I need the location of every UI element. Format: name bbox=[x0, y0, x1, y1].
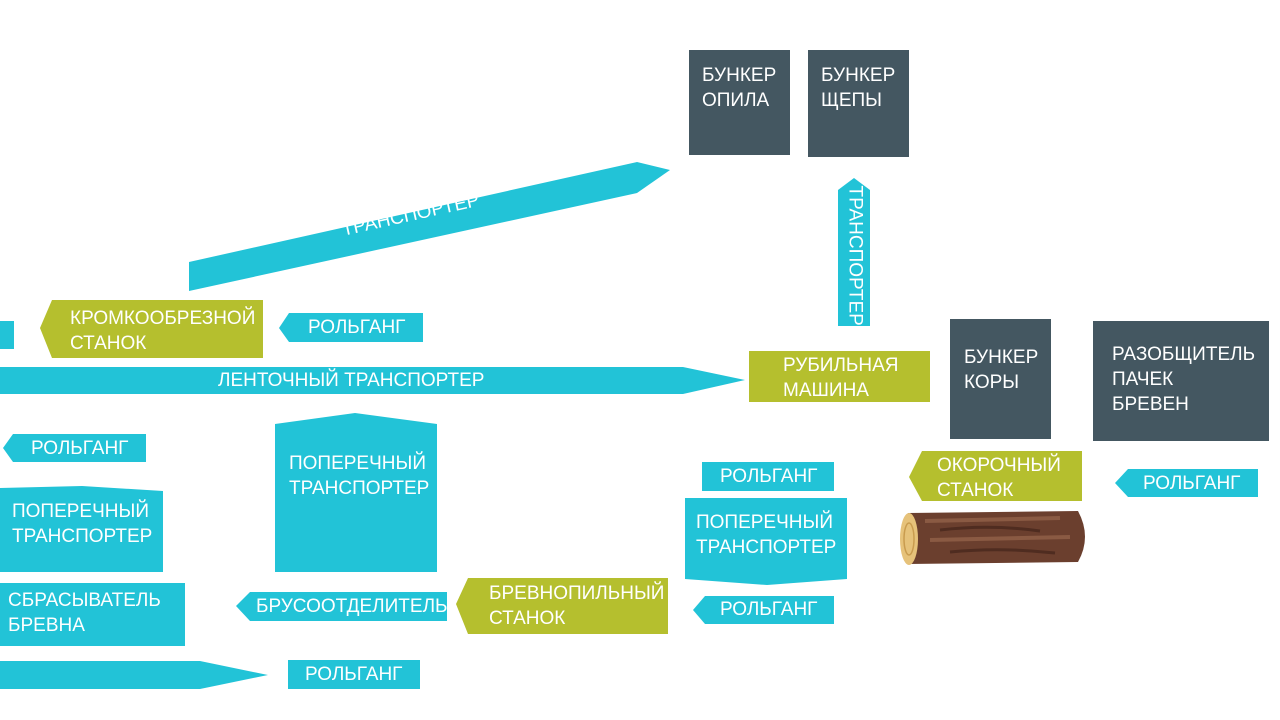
rolgang-mid-upper-label: РОЛЬГАНГ bbox=[720, 466, 818, 487]
brevnopilny-arrow bbox=[456, 578, 668, 634]
brusootdelitel-label: БРУСООТДЕЛИТЕЛЬ bbox=[256, 596, 448, 617]
rubilnaya-label: РУБИЛЬНАЯ МАШИНА bbox=[783, 355, 899, 401]
brevnopilny-label: БРЕВНОПИЛЬНЫЙ СТАНОК bbox=[489, 583, 665, 629]
sbrasyvatel-label: СБРАСЫВАТЕЛЬ БРЕВНА bbox=[8, 590, 161, 636]
poperechny-center-label: ПОПЕРЕЧНЫЙ ТРАНСПОРТЕР bbox=[289, 453, 430, 499]
poperechny-right-box bbox=[685, 498, 847, 585]
bunker-opila-label: БУНКЕР ОПИЛА bbox=[702, 65, 777, 111]
brusootdelitel-arrow bbox=[236, 592, 447, 621]
lentochny-label: ЛЕНТОЧНЫЙ ТРАНСПОРТЕР bbox=[218, 370, 485, 391]
sbrasyvatel-box bbox=[0, 583, 185, 646]
rolgang-top-label: РОЛЬГАНГ bbox=[308, 317, 406, 338]
rolgang-mid-upper-box bbox=[702, 462, 834, 491]
lentochny-arrow bbox=[0, 367, 745, 394]
rolgang-left-label: РОЛЬГАНГ bbox=[31, 438, 129, 459]
bottom-transporter-arrow bbox=[0, 661, 268, 689]
log-illustration bbox=[900, 511, 1085, 565]
bunker-kory-box bbox=[950, 319, 1051, 439]
rolgang-right-arrow bbox=[1115, 469, 1258, 497]
bunker-opila-box bbox=[689, 50, 790, 155]
bunker-schepy-label: БУНКЕР ЩЕПЫ bbox=[821, 65, 896, 111]
poperechny-left-box bbox=[0, 486, 163, 572]
kromkoobreznoy-label: КРОМКООБРЕЗНОЙ СТАНОК bbox=[70, 308, 256, 354]
rolgang-left-arrow bbox=[3, 434, 146, 462]
transporter-diagonal-arrow bbox=[189, 162, 670, 291]
transporter-vertical-label: ТРАНСПОРТЕР bbox=[844, 185, 866, 326]
poperechny-right-label: ПОПЕРЕЧНЫЙ ТРАНСПОРТЕР bbox=[696, 512, 837, 558]
razobschitel-box bbox=[1093, 321, 1269, 441]
transporter-vertical-arrow bbox=[838, 178, 870, 326]
rolgang-bottom-label: РОЛЬГАНГ bbox=[305, 664, 403, 685]
left-edge-fragment bbox=[0, 321, 14, 349]
kromkoobreznoy-arrow bbox=[40, 300, 263, 358]
poperechny-center-box bbox=[275, 413, 437, 572]
okorochny-arrow bbox=[909, 451, 1082, 501]
bunker-schepy-box bbox=[808, 50, 909, 157]
razobschitel-label: РАЗОБЩИТЕЛЬ ПАЧЕК БРЕВЕН bbox=[1112, 344, 1256, 415]
rolgang-mid-lower-label: РОЛЬГАНГ bbox=[720, 599, 818, 620]
rolgang-right-label: РОЛЬГАНГ bbox=[1143, 473, 1241, 494]
rubilnaya-box bbox=[749, 351, 930, 402]
bunker-kory-label: БУНКЕР КОРЫ bbox=[964, 347, 1039, 393]
rolgang-top-arrow bbox=[279, 313, 423, 342]
rolgang-bottom-box bbox=[288, 660, 420, 689]
rolgang-mid-lower-arrow bbox=[693, 596, 834, 624]
poperechny-left-label: ПОПЕРЕЧНЫЙ ТРАНСПОРТЕР bbox=[12, 501, 153, 547]
okorochny-label: ОКОРОЧНЫЙ СТАНОК bbox=[937, 455, 1061, 501]
